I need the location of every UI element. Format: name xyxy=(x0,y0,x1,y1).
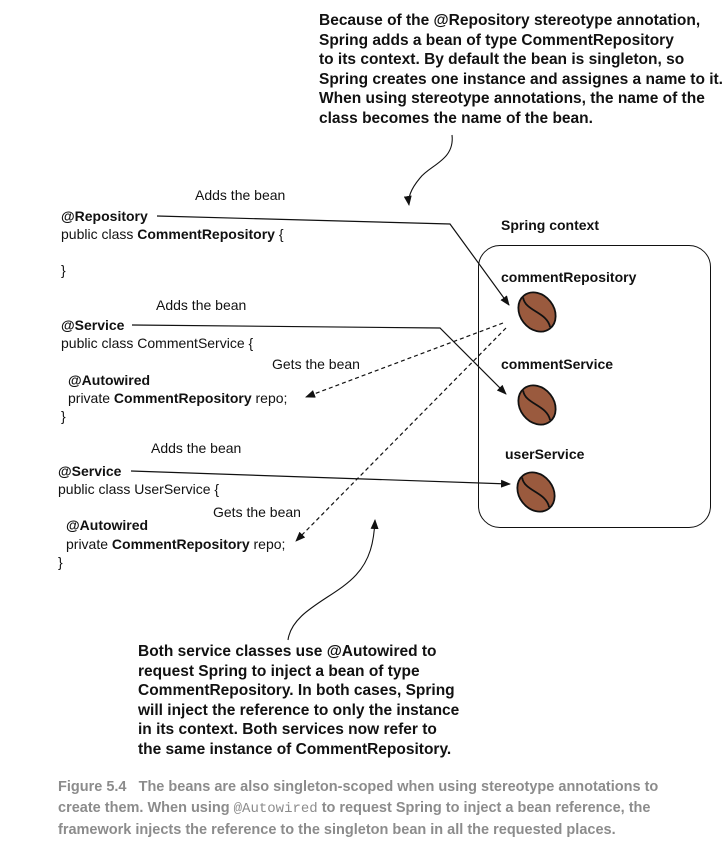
user-service-adds-bean-line xyxy=(130,470,511,488)
comment-service-class-declaration: public class CommentService { xyxy=(61,335,254,351)
field-type: CommentRepository xyxy=(111,536,250,552)
gets-bean-label-comment-service: Gets the bean xyxy=(272,356,360,372)
caption-text: create them. When using xyxy=(58,800,234,816)
field-suffix: repo; xyxy=(251,390,288,406)
top-callout-line: to its context. By default the bean is s… xyxy=(319,51,685,68)
bean-name-comment-repository: commentRepository xyxy=(501,269,637,285)
caption-line-2: create them. When using @Autowired to re… xyxy=(58,798,718,820)
repository-class-close: } xyxy=(61,262,66,278)
top-callout-line: Spring creates one instance and assignes… xyxy=(319,70,723,88)
bottom-callout-line: will inject the reference to only the in… xyxy=(138,701,460,719)
comment-service-adds-bean-line xyxy=(131,324,507,395)
field-prefix: private xyxy=(66,536,112,552)
comment-service-class-close: } xyxy=(61,408,66,424)
top-callout: Because of the @Repository stereotype an… xyxy=(319,11,723,128)
user-service-repo-field: private CommentRepository repo; xyxy=(66,535,285,553)
caption-line-3: framework injects the reference to the s… xyxy=(58,822,616,838)
repository-class-name: CommentRepository xyxy=(137,226,275,242)
bean-icon-comment-service xyxy=(517,384,557,426)
bottom-callout-line: in its context. Both services now refer … xyxy=(138,721,437,738)
bottom-callout-line: CommentRepository. In both cases, Spring xyxy=(138,682,455,699)
spring-context-box xyxy=(478,245,711,528)
comment-service-autowired: @Autowired xyxy=(68,372,151,388)
user-service-class-close: } xyxy=(58,554,63,570)
caption-text: The beans are also singleton-scoped when… xyxy=(138,779,659,795)
gets-bean-label-user-service: Gets the bean xyxy=(213,504,301,520)
top-callout-line: Because of the @Repository stereotype an… xyxy=(319,12,701,29)
spring-context-title: Spring context xyxy=(501,217,600,233)
caption-text: to request Spring to inject a bean refer… xyxy=(317,800,651,816)
comment-service-annotation: @Service xyxy=(61,317,125,333)
user-service-autowired: @Autowired xyxy=(66,517,149,533)
bean-name-user-service: userService xyxy=(505,446,585,462)
field-prefix: private xyxy=(68,390,114,406)
adds-bean-label-repository: Adds the bean xyxy=(195,187,286,203)
bottom-callout-line: the same instance of CommentRepository. xyxy=(138,740,452,758)
repository-class-declaration: public class CommentRepository { xyxy=(61,225,284,243)
figure-caption: Figure 5.4 The beans are also singleton-… xyxy=(58,777,718,841)
caption-code: @Autowired xyxy=(233,801,318,817)
top-callout-line: class becomes the name of the bean. xyxy=(319,109,593,127)
bean-name-comment-service: commentService xyxy=(501,356,614,372)
adds-bean-label-user-service: Adds the bean xyxy=(151,440,242,456)
repository-annotation: @Repository xyxy=(61,208,148,224)
bottom-callout-pointer xyxy=(287,519,379,641)
field-type: CommentRepository xyxy=(113,390,252,406)
field-suffix: repo; xyxy=(249,536,286,552)
user-service-annotation: @Service xyxy=(58,463,122,479)
bottom-callout: Both service classes use @Autowired to r… xyxy=(138,642,459,759)
bottom-callout-line: Both service classes use @Autowired to xyxy=(138,643,437,660)
bottom-callout-line: request Spring to inject a bean of type xyxy=(138,662,420,680)
user-service-gets-bean-line xyxy=(295,327,507,542)
repository-adds-bean-line xyxy=(156,215,510,306)
bean-icon-comment-repository xyxy=(517,291,557,333)
adds-bean-label-comment-service: Adds the bean xyxy=(156,297,247,313)
figure-number: Figure 5.4 xyxy=(58,779,127,795)
top-callout-line: Spring adds a bean of type CommentReposi… xyxy=(319,31,674,49)
top-callout-line: When using stereotype annotations, the n… xyxy=(319,90,705,107)
decl-prefix: public class xyxy=(61,226,138,242)
comment-service-repo-field: private CommentRepository repo; xyxy=(68,389,287,407)
user-service-class-declaration: public class UserService { xyxy=(58,481,220,497)
bean-icon-user-service xyxy=(516,471,556,513)
comment-service-gets-bean-line xyxy=(305,322,504,398)
decl-suffix: { xyxy=(274,226,284,242)
top-callout-pointer xyxy=(403,134,453,206)
caption-line-1: Figure 5.4 The beans are also singleton-… xyxy=(58,777,718,798)
